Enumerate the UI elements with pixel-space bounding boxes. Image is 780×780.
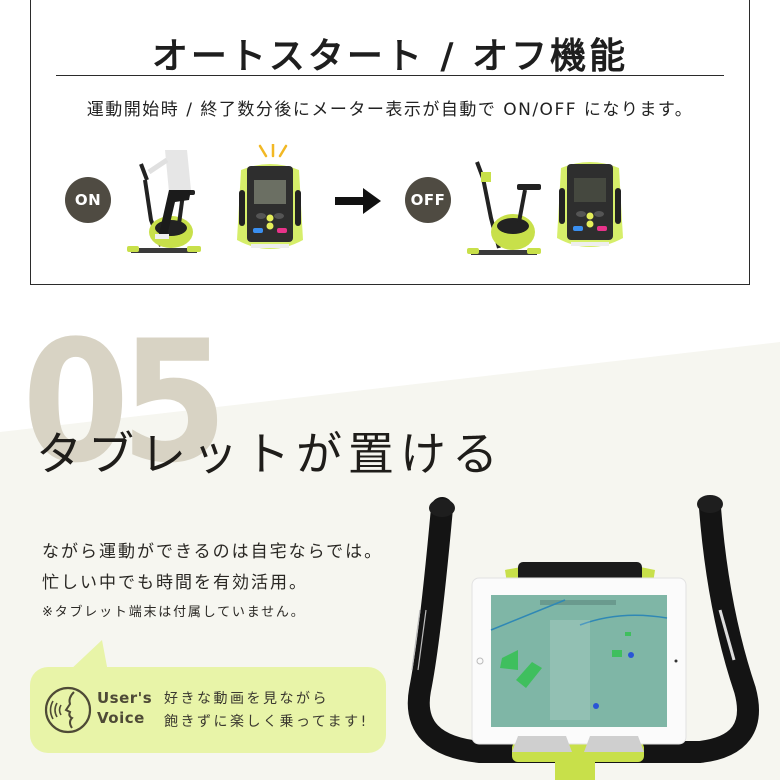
tablet-not-included-note: ※タブレット端末は付属していません。 (42, 605, 306, 620)
user-voice-quote: 好きな動画を見ながら 飽きずに楽しく乗ってます! (164, 688, 369, 734)
tablet-on-handlebar-image (407, 495, 759, 780)
section-title: タブレットが置ける (36, 427, 504, 481)
section-number: 05 (22, 304, 228, 500)
voice-label-line: Voice (97, 709, 145, 727)
speaking-head-icon (44, 686, 92, 734)
arrow-right-icon (335, 188, 381, 214)
lit-indicator-icon (258, 144, 288, 158)
bike-empty-icon (467, 161, 541, 255)
body-text-line: ながら運動ができるのは自宅ならでは。 (42, 542, 384, 562)
title-divider (56, 75, 724, 76)
off-badge: OFF (405, 177, 451, 223)
user-voice-label: User's Voice (97, 688, 152, 728)
on-badge: ON (65, 177, 111, 223)
body-text-line: 忙しい中でも時間を有効活用。 (42, 573, 308, 593)
feature-description: 運動開始時 / 終了数分後にメーター表示が自動で ON/OFF になります。 (86, 100, 694, 120)
bubble-tail (68, 640, 108, 672)
feature-title: オートスタート / オフ機能 (151, 36, 629, 77)
voice-label-line: User's (97, 689, 153, 707)
console-display-lit-icon (237, 164, 303, 249)
bike-with-rider-icon (127, 150, 201, 253)
quote-line: 飽きずに楽しく乗ってます! (164, 714, 369, 730)
quote-line: 好きな動画を見ながら (164, 691, 329, 707)
console-display-off-icon (557, 162, 623, 247)
auto-start-feature-box: オートスタート / オフ機能 運動開始時 / 終了数分後にメーター表示が自動で … (30, 0, 750, 285)
